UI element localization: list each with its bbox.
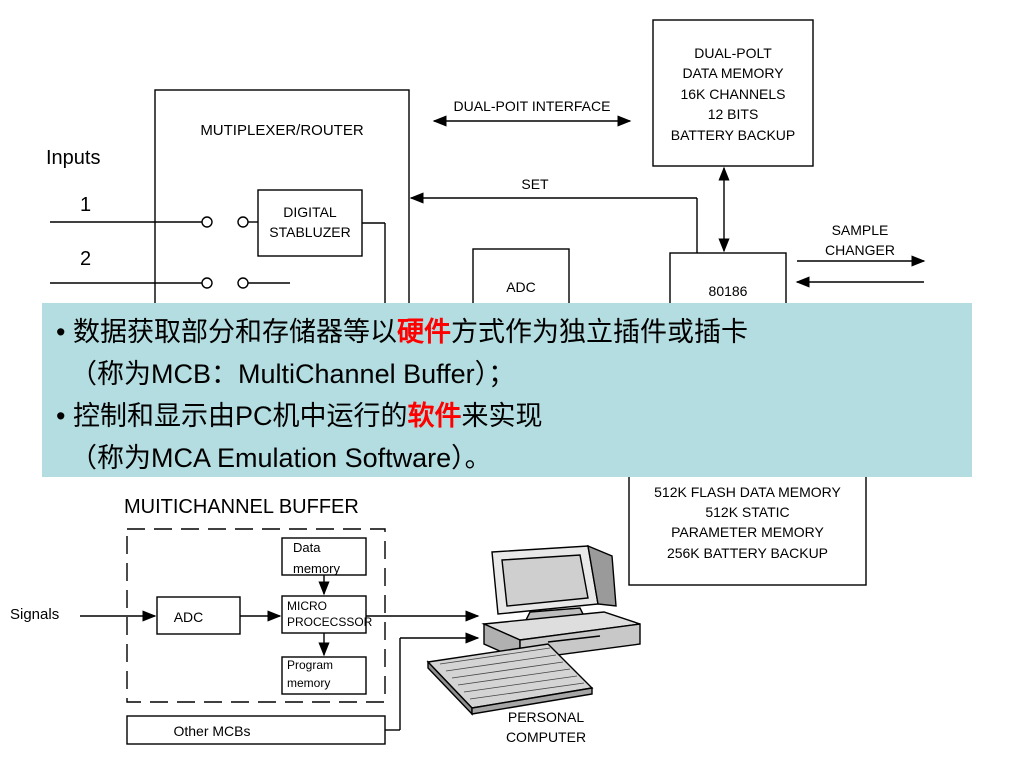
flash-label-4: 256K BATTERY BACKUP bbox=[666, 545, 829, 561]
multiplexer-title: MUTIPLEXER/ROUTER bbox=[200, 122, 364, 139]
micro-label-1: MICRO bbox=[287, 599, 327, 613]
bullet-2-suffix: 来实现 bbox=[461, 401, 543, 431]
explanation-panel: • 数据获取部分和存储器等以硬件方式作为独立插件或插卡 （称为MCB：Multi… bbox=[42, 303, 972, 477]
bullet-1-line-2: （称为MCB：MultiChannel Buffer）； bbox=[70, 359, 516, 389]
mcb-title: MUITICHANNEL BUFFER bbox=[124, 496, 359, 518]
flash-label-3: PARAMETER MEMORY bbox=[671, 524, 824, 540]
bullet-1-highlight: 硬件 bbox=[396, 317, 451, 347]
memory-label-3: 16K CHANNELS bbox=[680, 86, 786, 102]
bullet-1-suffix: 方式作为独立插件或插卡 bbox=[450, 317, 748, 347]
dual-port-interface-label: DUAL-POIT INTERFACE bbox=[453, 98, 611, 114]
memory-label-2: DATA MEMORY bbox=[682, 65, 784, 81]
memory-label-1: DUAL-POLT bbox=[694, 45, 772, 61]
bullet-2-highlight: 软件 bbox=[407, 401, 462, 431]
memory-label-4: 12 BITS bbox=[707, 106, 759, 122]
signals-label: Signals bbox=[10, 606, 60, 623]
micro-label-2: PROCECSSOR bbox=[287, 615, 373, 629]
input-2-label: 2 bbox=[80, 248, 92, 270]
flash-label-2: 512K STATIC bbox=[705, 504, 790, 520]
pc-label-2: COMPUTER bbox=[505, 729, 587, 745]
bullet-1: • 数据获取部分和存储器等以硬件方式作为独立插件或插卡 bbox=[56, 311, 958, 353]
program-memory-label-1: Program bbox=[287, 658, 334, 672]
stabilizer-label-1: DIGITAL bbox=[283, 204, 337, 220]
dual-port-memory-box bbox=[652, 19, 814, 167]
program-memory-label-2: memory bbox=[287, 676, 331, 690]
bullet-2-prefix: • 控制和显示由PC机中运行的 bbox=[56, 401, 408, 431]
pc-label-1: PERSONAL bbox=[507, 709, 585, 725]
bullet-2: • 控制和显示由PC机中运行的软件来实现 bbox=[56, 395, 958, 437]
data-memory-label-1: Data bbox=[293, 540, 321, 555]
input-1-label: 1 bbox=[80, 194, 92, 216]
adc-label-bottom: ADC bbox=[173, 609, 204, 625]
inputs-label: Inputs bbox=[46, 147, 101, 169]
memory-label-5: BATTERY BACKUP bbox=[670, 127, 796, 143]
sample-changer-label-2: CHANGER bbox=[824, 242, 895, 258]
other-mcbs-label: Other MCBs bbox=[173, 723, 251, 739]
keyboard-keys bbox=[439, 647, 585, 700]
bullet-2-line-2: （称为MCA Emulation Software）。 bbox=[70, 443, 492, 473]
flash-label-1: 512K FLASH DATA MEMORY bbox=[654, 484, 841, 500]
sample-changer-label-1: SAMPLE bbox=[831, 222, 889, 238]
set-label: SET bbox=[521, 176, 549, 192]
cpu-label: 80186 bbox=[708, 283, 748, 299]
program-memory-box bbox=[281, 656, 367, 695]
computer-icon bbox=[426, 544, 641, 716]
stabilizer-label-2: STABLUZER bbox=[269, 224, 351, 240]
bullet-1-prefix: • 数据获取部分和存储器等以 bbox=[56, 317, 397, 347]
adc-label-top: ADC bbox=[506, 279, 536, 295]
data-memory-label-2: memory bbox=[293, 561, 340, 576]
